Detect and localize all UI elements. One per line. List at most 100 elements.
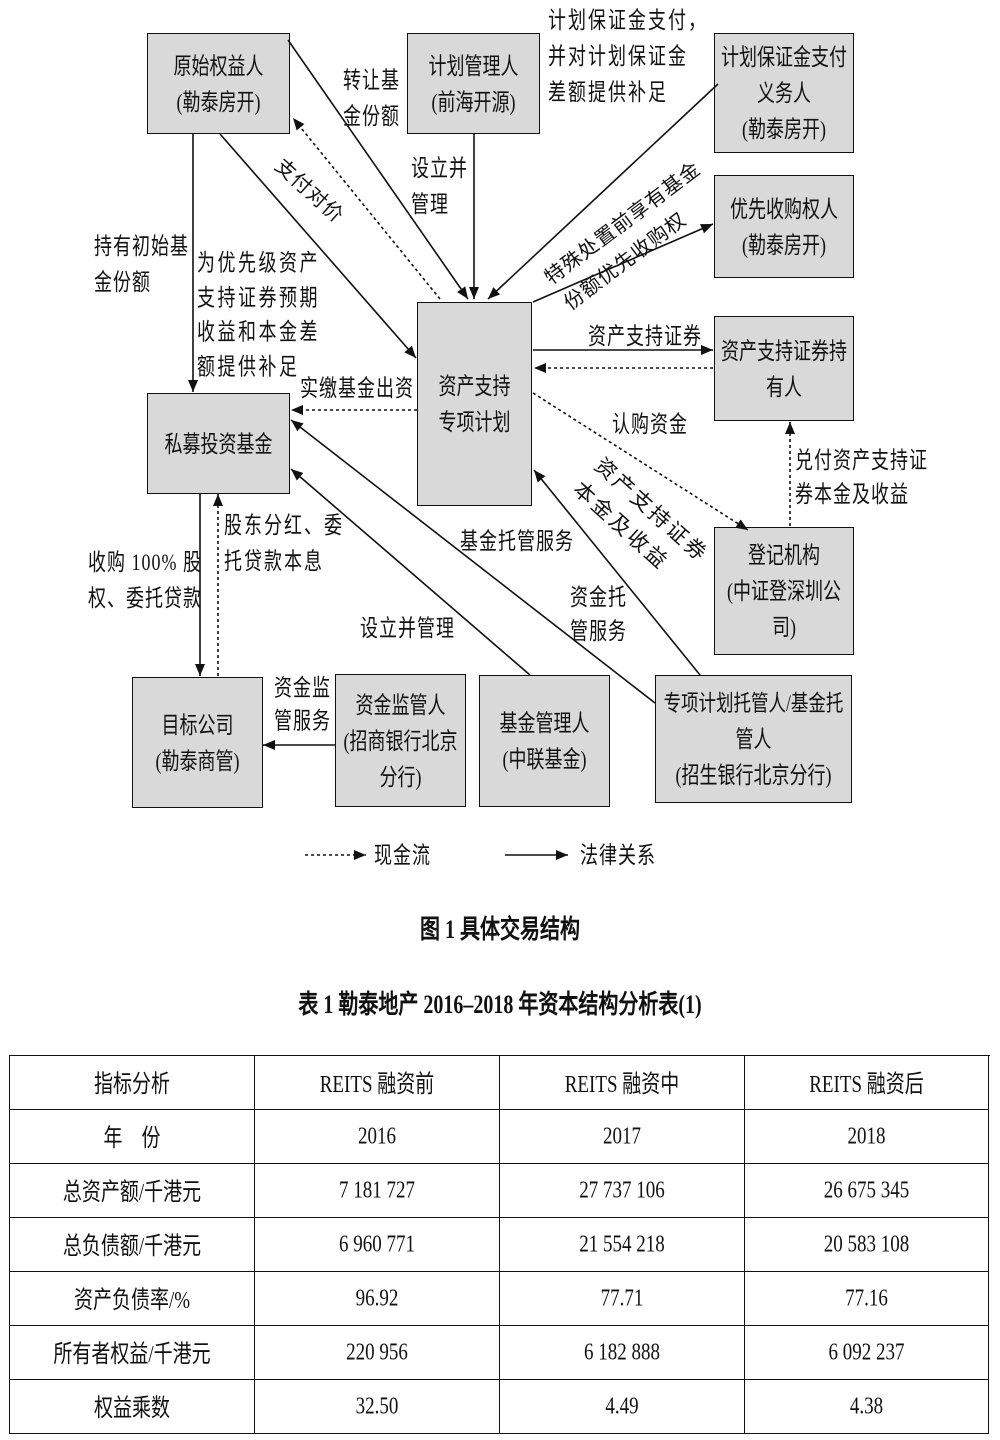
table-cell: 32.50 bbox=[255, 1380, 500, 1434]
plan-manager-role: 计划管理人 bbox=[428, 52, 519, 79]
box-target-company: 目标公司 (勒泰商管) bbox=[132, 677, 263, 808]
row-value: 4.38 bbox=[849, 1392, 884, 1420]
table-cell: 2018 bbox=[745, 1110, 989, 1164]
row-value: 77.71 bbox=[600, 1284, 644, 1312]
label-transfer-fund-shares: 转让基 金份额 bbox=[343, 62, 400, 134]
diagram-connectors bbox=[188, 39, 795, 860]
fund-supervisor-entity-line2: 分行) bbox=[379, 763, 422, 790]
header-indicator: 指标分析 bbox=[93, 1071, 170, 1099]
arrow-establish-manage-fund bbox=[290, 468, 531, 676]
row-value: 220 956 bbox=[346, 1338, 408, 1366]
arrow-fund-custody bbox=[290, 419, 656, 704]
special-plan-line1: 资产支持 bbox=[438, 373, 511, 399]
row-label: 总负债额/千港元 bbox=[62, 1233, 202, 1261]
row-value: 27 737 106 bbox=[579, 1176, 665, 1204]
row-value: 32.50 bbox=[355, 1392, 399, 1420]
box-priority-buyer: 优先收购权人 (勒泰房开) bbox=[714, 175, 854, 278]
target-company-entity: (勒泰商管) bbox=[155, 747, 240, 774]
original-owner-entity: (勒泰房开) bbox=[176, 88, 261, 115]
table-cell: 96.92 bbox=[255, 1272, 500, 1326]
box-registry: 登记机构 (中证登深圳公 司) bbox=[714, 527, 854, 655]
row-value: 7 181 727 bbox=[339, 1176, 415, 1204]
box-fund-supervisor: 资金监管人 (招商银行北京 分行) bbox=[335, 674, 466, 807]
arrow-margin-payment bbox=[487, 83, 719, 300]
table-cell: 总负债额/千港元 bbox=[10, 1218, 255, 1272]
row-label: 资产负债率/% bbox=[73, 1287, 191, 1315]
label-hold-initial-shares: 持有初始基 金份额 bbox=[94, 228, 189, 300]
label-supervision-service: 资金监 管服务 bbox=[274, 672, 331, 738]
arrow-abs-principal bbox=[532, 392, 749, 531]
figure-caption: 图 1 具体交易结构 bbox=[420, 915, 580, 945]
table-cell: 2017 bbox=[500, 1110, 745, 1164]
table-title: 表 1 勒泰地产 2016–2018 年资本结构分析表(1) bbox=[298, 990, 702, 1020]
fund-supervisor-entity-line1: (招商银行北京 bbox=[343, 727, 458, 754]
table-cell: 2016 bbox=[255, 1110, 500, 1164]
legend-legal-relation-text: 法律关系 bbox=[580, 842, 656, 868]
row-value: 2017 bbox=[603, 1122, 641, 1150]
label-establish-manage-fund: 设立并管理 bbox=[360, 610, 455, 646]
table-header-cell: 指标分析 bbox=[10, 1056, 255, 1110]
table-cell: 4.49 bbox=[500, 1380, 745, 1434]
table-cell: 6 182 888 bbox=[500, 1326, 745, 1380]
label-capital-custody: 资金托 管服务 bbox=[570, 580, 627, 648]
table-cell: 26 675 345 bbox=[745, 1164, 989, 1218]
box-fund-manager: 基金管理人 (中联基金) bbox=[479, 675, 610, 807]
dividends-loans-line2: 托贷款本息 bbox=[224, 548, 324, 574]
row-value: 20 583 108 bbox=[823, 1230, 910, 1258]
acquisition-loans-line2: 权、委托贷款 bbox=[88, 585, 202, 611]
row-value: 26 675 345 bbox=[823, 1176, 910, 1204]
box-plan-manager: 计划管理人 (前海开源) bbox=[407, 33, 540, 134]
table-cell: 4.38 bbox=[745, 1380, 989, 1434]
margin-payment-line3: 差额提供补足 bbox=[548, 79, 668, 105]
supervision-service-line1: 资金监 bbox=[274, 674, 331, 701]
transfer-fund-shares-line1: 转让基 bbox=[343, 67, 400, 93]
abs-holder-line1: 资产支持证券持 bbox=[721, 337, 847, 364]
registry-role: 登记机构 bbox=[748, 542, 820, 568]
table-cell: 6 960 771 bbox=[255, 1218, 500, 1272]
registry-entity-line1: (中证登深圳公 bbox=[727, 578, 841, 604]
table-cell: 77.16 bbox=[745, 1272, 989, 1326]
box-special-plan: 资产支持 专项计划 bbox=[417, 302, 532, 506]
table-cell: 总资产额/千港元 bbox=[10, 1164, 255, 1218]
box-custodian: 专项计划托管人/基金托 管人 (招生银行北京分行) bbox=[655, 675, 852, 803]
header-before: REITS 融资前 bbox=[319, 1071, 435, 1099]
subscription-funds-line1: 认购资金 bbox=[612, 411, 688, 437]
pe-fund-name: 私募投资基金 bbox=[164, 430, 273, 457]
row-value: 6 960 771 bbox=[339, 1230, 415, 1258]
table-cell: 年 份 bbox=[10, 1110, 255, 1164]
table-cell: 220 956 bbox=[255, 1326, 500, 1380]
table-cell: 27 737 106 bbox=[500, 1164, 745, 1218]
table-cell: 77.71 bbox=[500, 1272, 745, 1326]
registry-entity-line2: 司) bbox=[772, 614, 796, 640]
arrow-pay-consideration bbox=[292, 117, 441, 300]
legend-cash-flow-text: 现金流 bbox=[374, 842, 431, 868]
table-header-cell: REITS 融资后 bbox=[745, 1056, 989, 1110]
plan-manager-entity: (前海开源) bbox=[431, 88, 516, 115]
table-cell: 21 554 218 bbox=[500, 1218, 745, 1272]
target-company-role: 目标公司 bbox=[161, 711, 234, 738]
table-cell: 资产负债率/% bbox=[10, 1272, 255, 1326]
header-during: REITS 融资中 bbox=[564, 1071, 680, 1099]
redemption-line2: 券本金及收益 bbox=[795, 481, 909, 507]
label-subscription-funds: 认购资金 bbox=[612, 406, 688, 442]
supervision-service-line2: 管服务 bbox=[274, 707, 331, 734]
establish-manage-fund-line1: 设立并管理 bbox=[360, 615, 455, 641]
box-original-owner: 原始权益人 (勒泰房开) bbox=[147, 33, 290, 134]
label-dividends-loans: 股东分红、委 托贷款本息 bbox=[224, 507, 344, 579]
box-abs-holder: 资产支持证券持 有人 bbox=[714, 316, 854, 421]
abs-holder-line2: 有人 bbox=[766, 373, 802, 400]
margin-payment-line1: 计划保证金支付， bbox=[548, 7, 708, 33]
legend-cash-flow: 现金流 bbox=[374, 837, 431, 873]
arrow-capital-custody bbox=[533, 469, 701, 676]
shortfall-support-line3: 收益和本金差 bbox=[197, 318, 320, 345]
margin-payer-entity: (勒泰房开) bbox=[742, 116, 826, 142]
label-paid-in-capital: 实缴基金出资 bbox=[300, 370, 414, 406]
fund-supervisor-role: 资金监管人 bbox=[355, 691, 446, 718]
establish-manage-plan-line2: 管理 bbox=[411, 191, 449, 217]
dividends-loans-line1: 股东分红、委 bbox=[224, 512, 344, 538]
establish-manage-plan-line1: 设立并 bbox=[411, 155, 468, 181]
row-value: 2016 bbox=[358, 1122, 396, 1150]
special-plan-line2: 专项计划 bbox=[438, 409, 511, 435]
arrow-shortfall-support bbox=[219, 133, 417, 359]
table-cell: 20 583 108 bbox=[745, 1218, 989, 1272]
